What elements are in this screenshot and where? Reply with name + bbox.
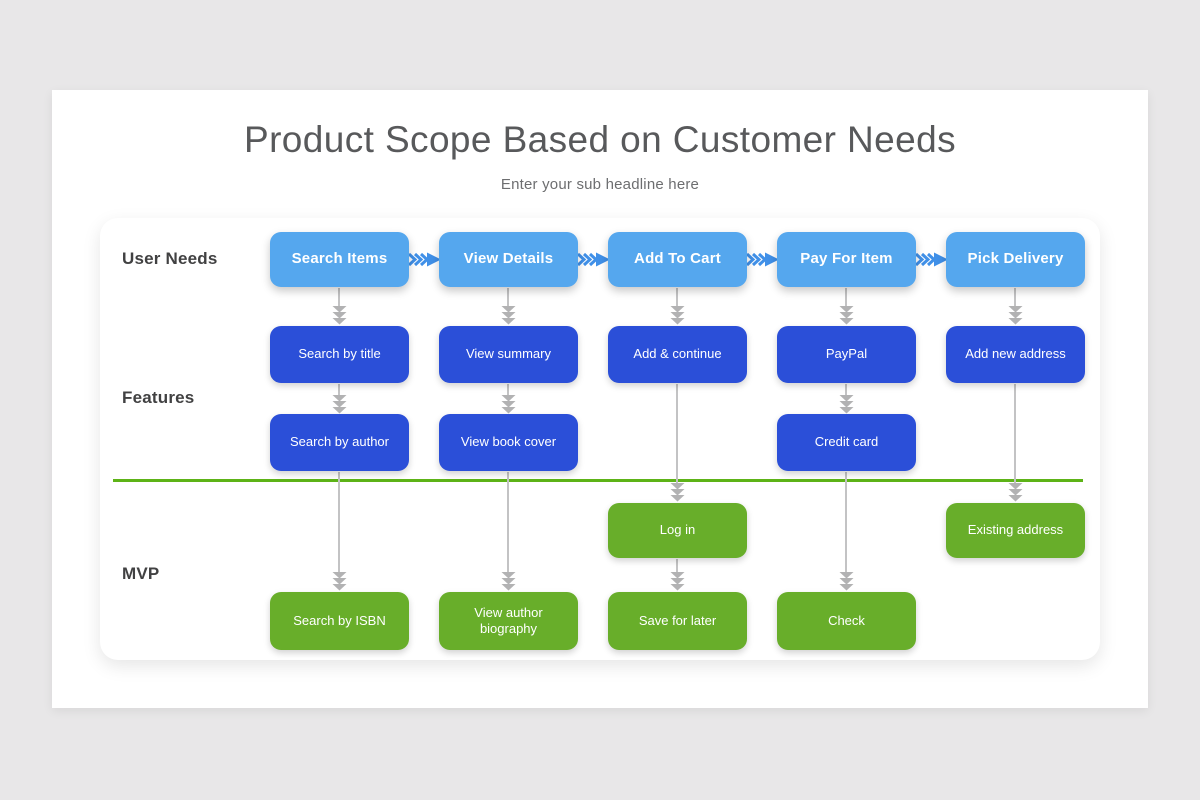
node-view-details: View Details [439,232,578,287]
down-connector-line [1014,384,1016,483]
node-existing-address: Existing address [946,503,1085,558]
node-paypal: PayPal [777,326,916,383]
node-add-to-cart: Add To Cart [608,232,747,287]
node-pay-for-item: Pay For Item [777,232,916,287]
down-connector-line [676,559,678,572]
node-add-continue: Add & continue [608,326,747,383]
node-view-author-biography: View author biography [439,592,578,650]
down-connector-line [845,472,847,572]
down-arrow-icon [839,572,854,591]
down-arrow-icon [670,572,685,591]
down-connector-line [507,384,509,396]
down-arrow-icon [670,306,685,325]
down-arrow-icon [1008,306,1023,325]
down-connector-line [507,472,509,572]
node-log-in: Log in [608,503,747,558]
down-connector-line [338,288,340,306]
down-connector-line [338,472,340,572]
node-pick-delivery: Pick Delivery [946,232,1085,287]
diagram-panel [100,218,1100,660]
node-add-new-address: Add new address [946,326,1085,383]
row-label-features: Features [122,388,195,407]
node-check: Check [777,592,916,650]
flow-arrow-icon [576,251,610,268]
flow-arrow-icon [407,251,441,268]
down-arrow-icon [332,395,347,414]
page-title: Product Scope Based on Customer Needs [243,119,957,160]
node-save-for-later: Save for later [608,592,747,650]
down-connector-line [845,384,847,396]
down-arrow-icon [501,306,516,325]
down-arrow-icon [332,572,347,591]
down-arrow-icon [670,483,685,502]
down-arrow-icon [839,395,854,414]
node-search-by-author: Search by author [270,414,409,471]
row-label-mvp: MVP [122,564,160,583]
down-connector-line [676,288,678,306]
down-connector-line [676,384,678,483]
down-connector-line [507,288,509,306]
down-arrow-icon [839,306,854,325]
down-arrow-icon [501,395,516,414]
row-label-user-needs: User Needs [122,249,218,268]
down-connector-line [338,384,340,396]
node-search-items: Search Items [270,232,409,287]
node-view-summary: View summary [439,326,578,383]
node-search-by-isbn: Search by ISBN [270,592,409,650]
flow-arrow-icon [745,251,779,268]
down-connector-line [1014,288,1016,306]
page-subtitle: Enter your sub headline here [500,176,700,193]
down-arrow-icon [332,306,347,325]
down-arrow-icon [1008,483,1023,502]
down-connector-line [845,288,847,306]
mvp-divider-line [113,479,1083,482]
down-arrow-icon [501,572,516,591]
node-view-book-cover: View book cover [439,414,578,471]
node-search-by-title: Search by title [270,326,409,383]
node-credit-card: Credit card [777,414,916,471]
flow-arrow-icon [914,251,948,268]
